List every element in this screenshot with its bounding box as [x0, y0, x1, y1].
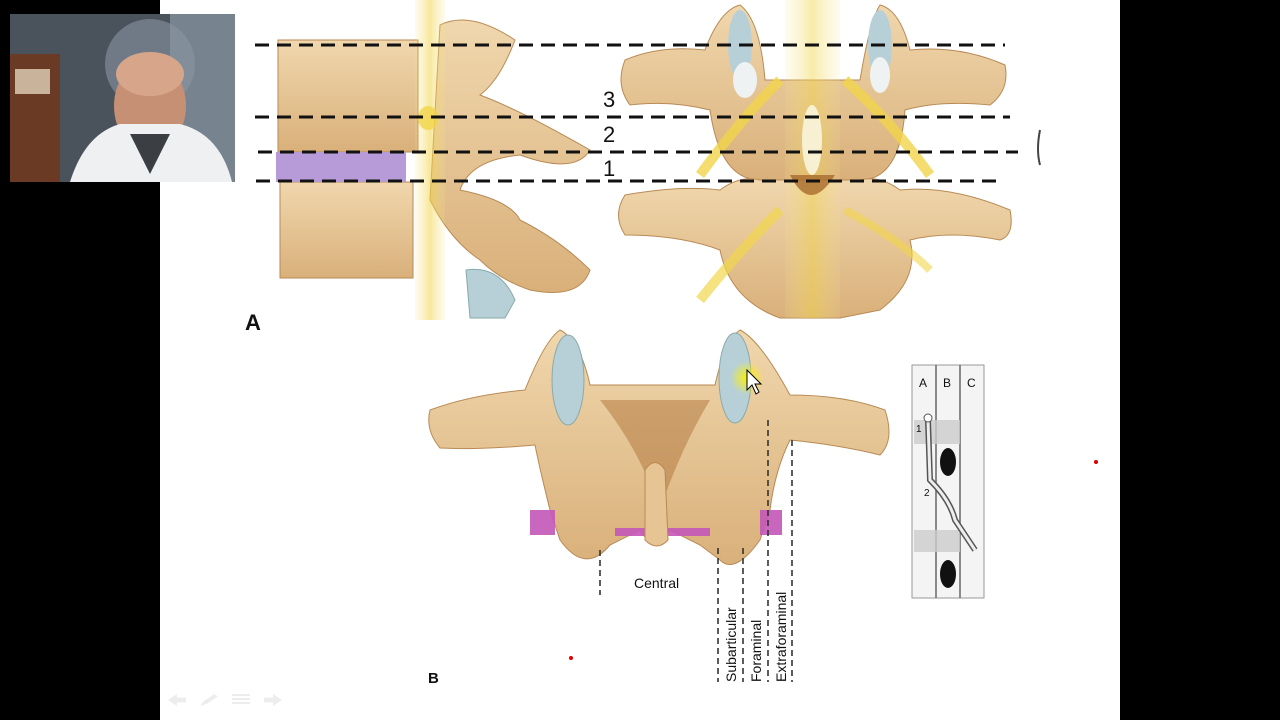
zone-label-subarticular: Subarticular	[723, 607, 739, 682]
inset-col-b: B	[943, 376, 952, 390]
zone-boundary-lines	[599, 420, 793, 682]
zone-number-1: 1	[603, 156, 616, 181]
presenter-video-icon	[10, 14, 235, 182]
posterior-vertebra-view	[618, 0, 1012, 319]
zone-label-central: Central	[634, 575, 680, 591]
laser-dot-icon	[1094, 460, 1098, 464]
panel-label-a: A	[245, 310, 261, 335]
laser-dot-icon	[569, 656, 573, 660]
zone-label-foraminal: Foraminal	[748, 619, 764, 682]
inset-row-2: 2	[924, 488, 930, 499]
slide: 3 2 1 A B Central Subarticular Foraminal…	[160, 0, 1120, 720]
menu-icon[interactable]	[232, 694, 250, 706]
anatomy-illustration	[255, 0, 1098, 682]
zone-dashed-lines	[255, 43, 1018, 183]
next-slide-icon[interactable]	[264, 694, 282, 706]
inset-col-a: A	[919, 376, 928, 390]
panel-label-b: B	[428, 670, 439, 687]
pen-icon[interactable]	[200, 694, 218, 706]
zone-number-2: 2	[603, 122, 616, 147]
lateral-vertebra-view	[276, 0, 591, 320]
zone-label-extraforaminal: Extraforaminal	[773, 591, 789, 682]
zone-number-3: 3	[603, 87, 616, 112]
presenter-webcam	[10, 14, 235, 182]
prev-slide-icon[interactable]	[168, 694, 186, 706]
inset-row-1: 1	[916, 424, 922, 435]
inset-schematic	[911, 364, 985, 599]
inset-col-c: C	[967, 376, 976, 390]
zone-vertebra-view	[428, 329, 890, 565]
cursor-highlight-icon	[730, 361, 764, 395]
slide-nav-controls	[168, 694, 282, 706]
